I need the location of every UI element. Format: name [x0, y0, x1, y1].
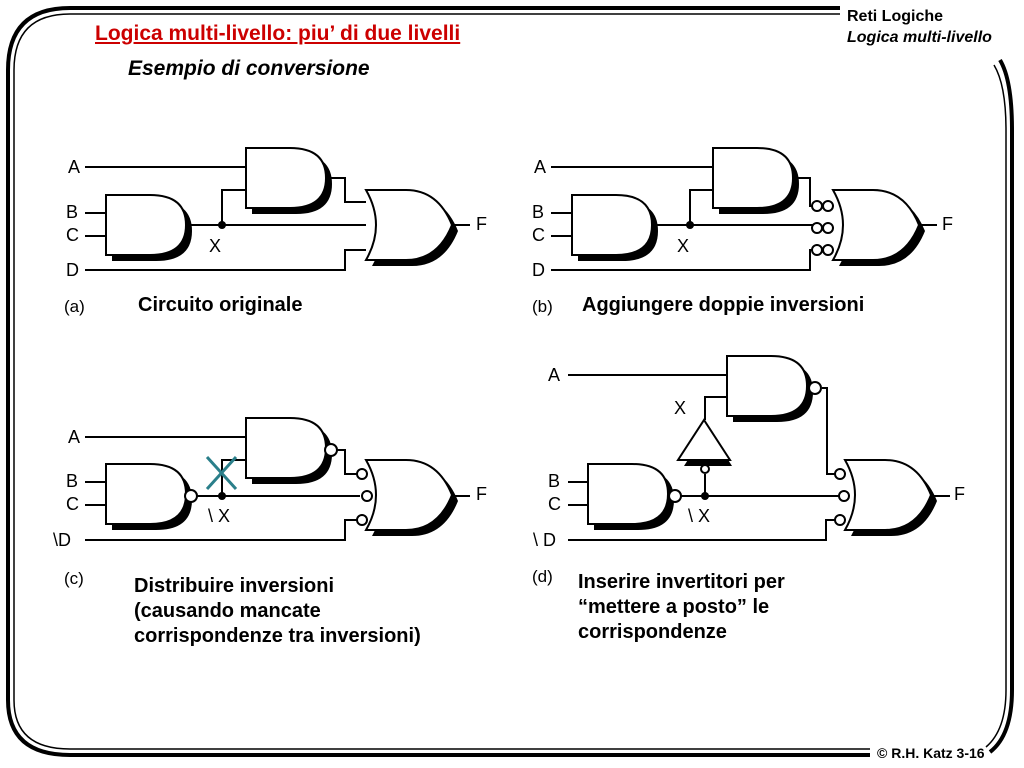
panel-tag-d: (d) — [532, 567, 553, 586]
and-gate-lower-a — [105, 194, 193, 262]
circuit-a — [85, 166, 470, 271]
and-gate-lower-d — [587, 463, 675, 531]
panel-caption-d: Inserire invertitori per “mettere a post… — [578, 571, 785, 643]
section-name: Logica multi-livello — [847, 29, 992, 46]
junction-x-b — [686, 221, 694, 229]
course-name: Reti Logiche — [847, 8, 944, 25]
label-b-node-x: X — [677, 236, 690, 256]
inverter-d — [676, 418, 732, 466]
and-gate-lower-c — [105, 463, 193, 531]
label-b-input-a: A — [534, 157, 547, 177]
label-b-output-f: F — [942, 214, 953, 234]
label-a-input-a: A — [68, 157, 81, 177]
and-gate-upper-d — [726, 355, 814, 423]
and-gate-upper-c — [245, 417, 333, 485]
label-d-input-not-d: \ D — [533, 530, 557, 550]
label-b-input-d: D — [532, 260, 545, 280]
or-gate-c — [365, 459, 459, 537]
label-d-input-c: C — [548, 494, 561, 514]
label-a-node-x: X — [209, 236, 222, 256]
label-d-output-f: F — [954, 484, 965, 504]
inversion-bubbles-c — [184, 443, 373, 526]
or-gate-d — [844, 459, 938, 537]
label-d-input-a: A — [548, 365, 561, 385]
double-inversion-bubbles-b — [811, 200, 834, 256]
or-gate-a — [365, 189, 459, 267]
slide-title: Logica multi-livello: piu’ di due livell… — [95, 22, 461, 45]
panel-tag-a: (a) — [64, 297, 85, 316]
label-a-output-f: F — [476, 214, 487, 234]
and-gate-upper-a — [245, 147, 333, 215]
panel-tag-c: (c) — [64, 569, 84, 588]
mismatch-cross-mark — [205, 455, 238, 491]
copyright-footer: © R.H. Katz 3-16 — [877, 745, 985, 761]
slide-subtitle: Esempio di conversione — [128, 57, 370, 80]
slide-frame — [6, 6, 1014, 757]
panel-tag-b: (b) — [532, 297, 553, 316]
junction-x-c — [218, 492, 226, 500]
label-d-node-not-x: \ X — [688, 506, 711, 526]
and-gate-lower-b — [571, 194, 659, 262]
label-c-input-b: B — [66, 471, 79, 491]
panel-caption-a: Circuito originale — [138, 294, 303, 316]
label-c-output-f: F — [476, 484, 487, 504]
and-gate-upper-b — [712, 147, 800, 215]
label-c-input-not-d: \D — [53, 530, 71, 550]
label-d-input-b: B — [548, 471, 561, 491]
label-b-input-b: B — [532, 202, 545, 222]
label-b-input-c: C — [532, 225, 545, 245]
label-a-input-b: B — [66, 202, 79, 222]
label-a-input-d: D — [66, 260, 79, 280]
panel-caption-c: Distribuire inversioni (causando mancate… — [134, 575, 421, 647]
label-a-input-c: C — [66, 225, 79, 245]
or-gate-b — [832, 189, 926, 267]
label-d-node-x: X — [674, 398, 687, 418]
label-c-input-a: A — [68, 427, 81, 447]
label-c-node-not-x: \ X — [208, 506, 231, 526]
label-c-input-c: C — [66, 494, 79, 514]
junction-x-a — [218, 221, 226, 229]
panel-caption-b: Aggiungere doppie inversioni — [582, 294, 865, 316]
junction-x-d — [701, 492, 709, 500]
inversion-bubbles-d — [668, 381, 850, 526]
